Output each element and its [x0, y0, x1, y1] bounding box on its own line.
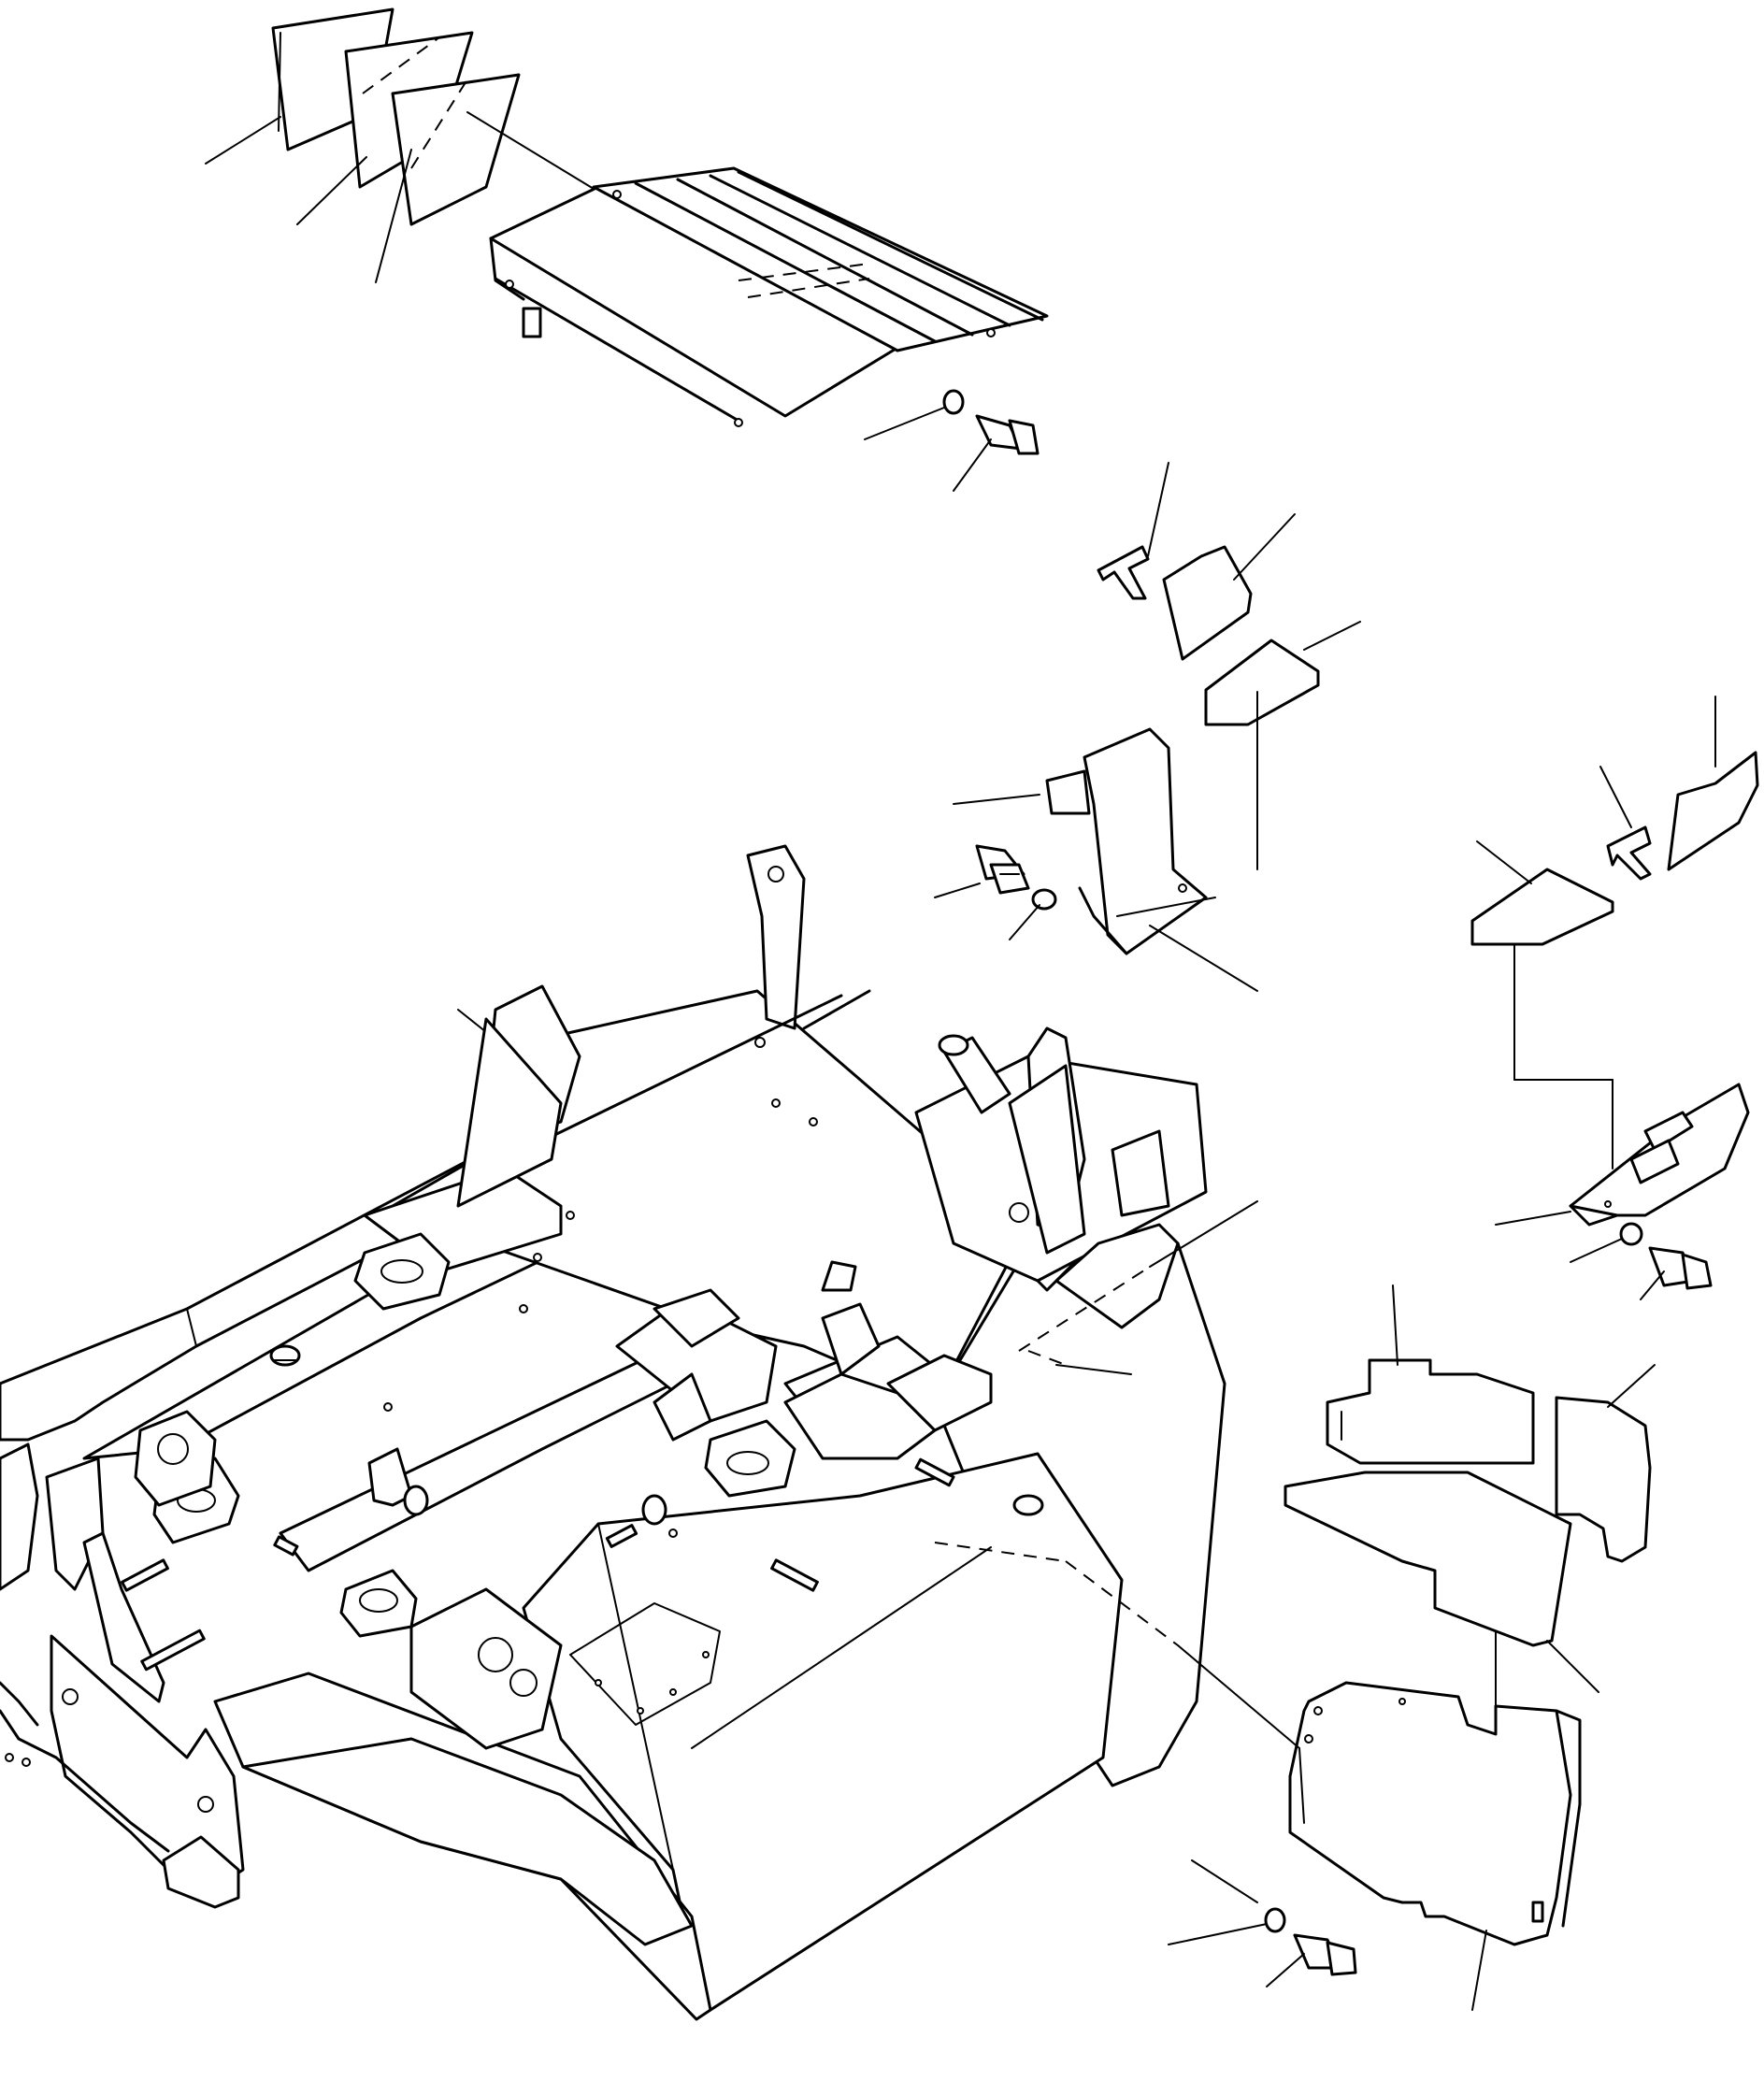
- leader-line: [1266, 1953, 1305, 1988]
- access-panel: [569, 1602, 721, 1726]
- mount-plate-center: [339, 1569, 418, 1638]
- pivot-boss-left: [134, 1410, 217, 1507]
- side-bracket: [1045, 727, 1216, 955]
- washer: [1031, 888, 1057, 911]
- leader-line: [864, 407, 945, 440]
- middle-pad-set: [934, 462, 1361, 992]
- leader-line: [1149, 925, 1258, 992]
- washer: [1619, 1222, 1643, 1246]
- angle-strip: [1097, 545, 1150, 600]
- leader-line: [1009, 904, 1040, 940]
- cylinder-mount: [409, 1587, 563, 1750]
- pin-bracket: [367, 1447, 667, 1526]
- pad-block-2: [1470, 868, 1614, 946]
- bolt: [975, 414, 1040, 455]
- leader-line: [375, 149, 412, 283]
- leader-line: [1476, 840, 1532, 884]
- leader-line: [296, 156, 367, 225]
- pad-plate-8: [1284, 1471, 1572, 1647]
- corner-bracket: [1569, 1083, 1750, 1227]
- leader-line: [1495, 1211, 1571, 1226]
- leader-line: [1607, 1364, 1656, 1408]
- lower-right-cover-set: [1168, 1284, 1656, 2011]
- washer: [1264, 1907, 1286, 1933]
- leader-line: [1471, 1930, 1487, 2011]
- bolt: [975, 844, 1030, 895]
- right-cover-set: [1470, 696, 1759, 1300]
- mount-plate-right: [704, 1419, 796, 1498]
- leader-line: [1233, 513, 1296, 581]
- leader-line: [1570, 1238, 1623, 1263]
- leader-line: [1546, 1640, 1599, 1693]
- leader-line: [953, 794, 1040, 805]
- leader-line: [466, 111, 599, 193]
- leader-line: [934, 883, 981, 898]
- pad-block-1: [1204, 639, 1320, 726]
- leader-line: [1599, 766, 1632, 828]
- leader-line: [1147, 462, 1169, 557]
- main-frame: [0, 844, 1226, 2021]
- pad-plate-4: [1162, 545, 1253, 661]
- top-guard-assembly: [205, 7, 1049, 492]
- leader-line: [1168, 1923, 1268, 1945]
- leader-line: [953, 438, 992, 492]
- leader-line: [1640, 1270, 1665, 1300]
- grille-cover: [489, 166, 1049, 427]
- tank-cover: [1288, 1681, 1582, 1946]
- leader-line: [1392, 1284, 1398, 1366]
- leader-line: [1303, 621, 1361, 651]
- leader-line: [205, 116, 281, 165]
- rubber-mount: [269, 1344, 1044, 1516]
- angle-strip: [1606, 825, 1652, 881]
- washer: [942, 389, 965, 415]
- mount-plate-upper: [353, 1232, 451, 1311]
- pad-plate-5: [1667, 751, 1759, 871]
- pad-plate-7: [1555, 1396, 1652, 1563]
- bolt: [1293, 1933, 1357, 1976]
- pad-plate-3: [391, 73, 521, 226]
- install-lines: [934, 1200, 1300, 1749]
- bolt: [1648, 1246, 1713, 1290]
- pad-plate-6: [1326, 1358, 1535, 1465]
- leader-line: [1191, 1859, 1258, 1903]
